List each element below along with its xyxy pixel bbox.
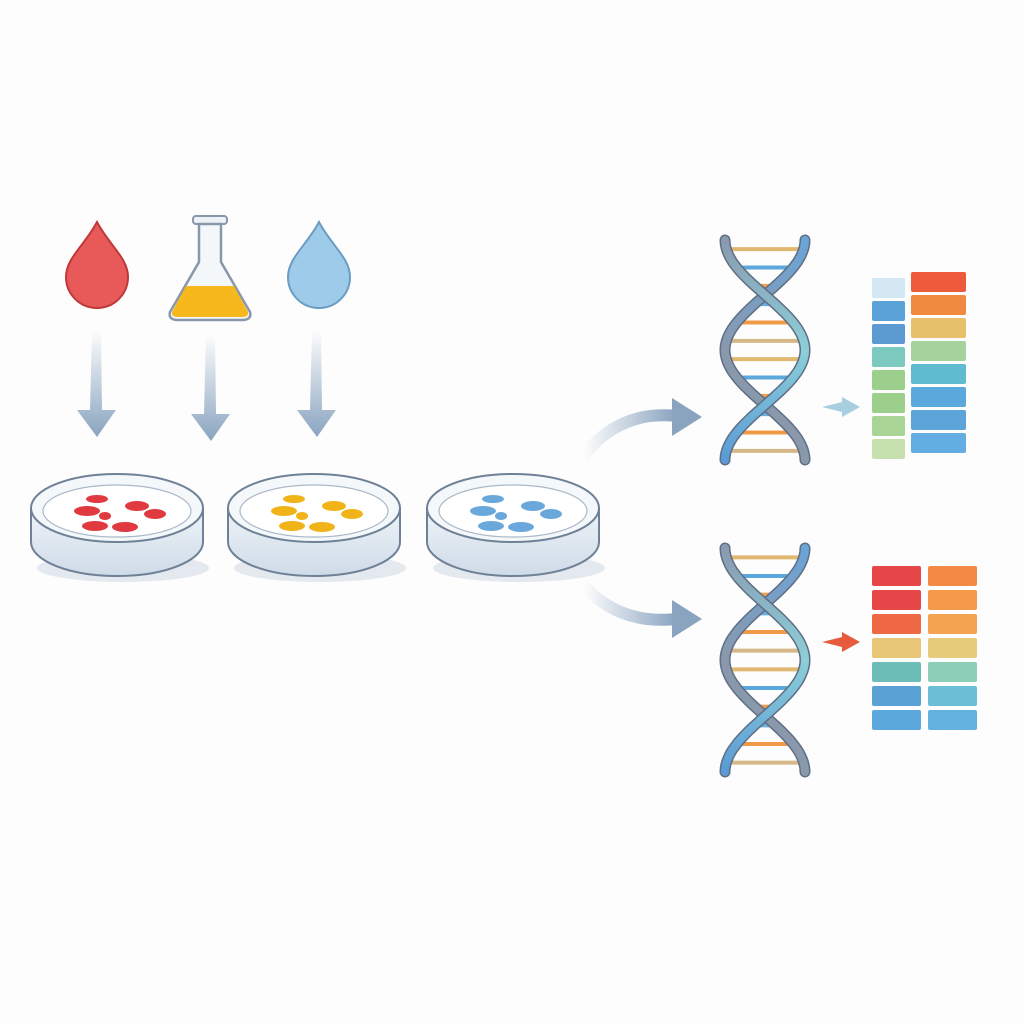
heatmap-cell	[911, 295, 966, 315]
colony	[283, 495, 305, 503]
colony	[495, 512, 507, 520]
colony	[341, 509, 363, 519]
dna-strand	[721, 544, 810, 776]
colony	[470, 506, 496, 516]
dna-strand	[721, 236, 810, 464]
colony	[144, 509, 166, 519]
dna-strand	[720, 236, 809, 464]
dna-strand	[720, 544, 809, 776]
heatmap-cell	[928, 614, 977, 634]
petri-dish-icon	[30, 473, 209, 582]
heatmap-cell	[911, 318, 966, 338]
flask-icon	[168, 215, 252, 322]
colony	[271, 506, 297, 516]
colony	[322, 501, 346, 511]
small-arrow-icon	[822, 397, 860, 417]
heatmap-cell	[911, 272, 966, 292]
colony	[112, 522, 138, 532]
heatmap-cell	[928, 590, 977, 610]
heatmap-cell	[928, 638, 977, 658]
colony	[99, 512, 111, 520]
heatmap-cell	[911, 387, 966, 407]
heatmap-cell	[872, 439, 905, 459]
heatmap-cell	[872, 324, 905, 344]
colony	[86, 495, 108, 503]
heatmap-cell	[872, 278, 905, 298]
heatmap-cell	[911, 341, 966, 361]
blood-drop-icon	[64, 219, 130, 309]
heatmap-cell	[911, 410, 966, 430]
heatmap-cell	[928, 686, 977, 706]
heatmap-cell	[928, 662, 977, 682]
colony	[482, 495, 504, 503]
heatmap-cell	[872, 301, 905, 321]
water-drop-icon	[286, 219, 352, 309]
heatmap-cell	[872, 638, 921, 658]
heatmap-cell	[872, 566, 921, 586]
colony	[296, 512, 308, 520]
heatmap-cell	[911, 364, 966, 384]
heatmap-cell	[872, 686, 921, 706]
petri-dish-icon	[426, 473, 605, 582]
heatmap-cell	[872, 393, 905, 413]
curved-arrow-up-icon	[578, 398, 702, 461]
colony	[74, 506, 100, 516]
colony	[279, 521, 305, 531]
colony	[540, 509, 562, 519]
heatmap-cell	[911, 433, 966, 453]
petri-dish-icon	[227, 473, 406, 582]
heatmap-cell	[928, 710, 977, 730]
curved-arrow-down-icon	[578, 580, 702, 638]
heatmap-cell	[872, 590, 921, 610]
heatmap	[872, 272, 966, 459]
colony	[82, 521, 108, 531]
dna-helix-icon	[719, 542, 811, 778]
heatmap-cell	[872, 347, 905, 367]
down-arrow-icon	[191, 335, 230, 441]
heatmap-cell	[872, 370, 905, 390]
colony	[125, 501, 149, 511]
down-arrow-icon	[77, 330, 116, 437]
colony	[478, 521, 504, 531]
heatmap-cell	[872, 662, 921, 682]
heatmap-cell	[928, 566, 977, 586]
dna-helix-icon	[719, 234, 811, 466]
heatmap-cell	[872, 416, 905, 436]
colony	[521, 501, 545, 511]
colony	[309, 522, 335, 532]
down-arrow-icon	[297, 330, 336, 437]
heatmap	[872, 566, 977, 730]
heatmap-cell	[872, 614, 921, 634]
colony	[508, 522, 534, 532]
heatmap-cell	[872, 710, 921, 730]
small-arrow-icon	[822, 632, 860, 652]
